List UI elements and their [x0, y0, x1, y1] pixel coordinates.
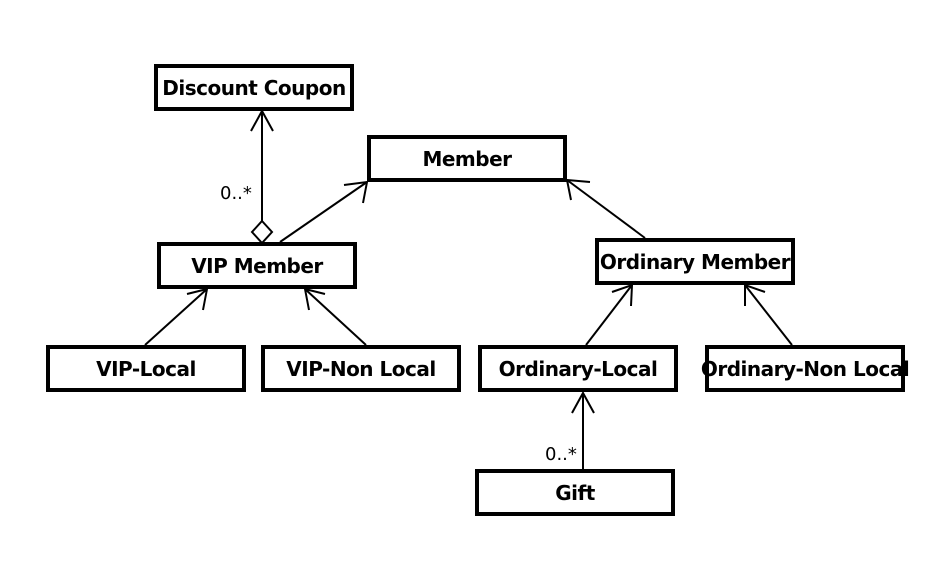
arrowhead-vip-member-from-vip-local [186, 287, 209, 311]
arrowhead-member-from-vip [343, 180, 369, 204]
class-ordinary-local-label: Ordinary-Local [498, 356, 658, 381]
edge-ordinary-member-to-member [566, 179, 646, 239]
class-ordinary-non-local-label: Ordinary-Non Local [700, 356, 910, 381]
class-ordinary-member-label: Ordinary Member [599, 249, 791, 274]
class-vip-member: VIP Member [157, 242, 357, 289]
class-gift: Gift [475, 469, 675, 516]
class-vip-local-label: VIP-Local [96, 356, 196, 381]
edge-ordinary-local-to-ordinary-member [585, 284, 633, 346]
arrowhead-ordinary-member-from-ordinary-non-local [744, 283, 766, 306]
arrowhead-ordinary-member-from-ordinary-local [611, 283, 634, 307]
multiplicity-coupon: 0..* [220, 183, 252, 204]
class-discount-coupon: Discount Coupon [154, 64, 354, 111]
class-discount-coupon-label: Discount Coupon [162, 75, 346, 100]
class-vip-non-local-label: VIP-Non Local [286, 356, 436, 381]
edge-vip-local-to-vip-member [144, 288, 208, 346]
edge-vip-non-local-to-vip-member [304, 288, 367, 346]
arrowhead-ordinary-local-from-gift [571, 390, 595, 414]
class-vip-non-local: VIP-Non Local [261, 345, 461, 392]
class-member: Member [367, 135, 567, 182]
edge-ordinary-non-local-to-ordinary-member [744, 284, 793, 346]
multiplicity-gift: 0..* [545, 444, 577, 465]
class-ordinary-local: Ordinary-Local [478, 345, 678, 392]
class-vip-local: VIP-Local [46, 345, 246, 392]
arrowhead-vip-member-from-vip-non-local [303, 287, 326, 311]
edge-vip-member-to-member [279, 181, 368, 243]
class-vip-member-label: VIP Member [191, 253, 323, 278]
class-ordinary-member: Ordinary Member [595, 238, 795, 285]
arrowhead-member-from-ordinary [565, 178, 591, 201]
aggregation-diamond [250, 219, 274, 245]
arrowhead-coupon [250, 108, 274, 132]
class-gift-label: Gift [555, 480, 595, 505]
class-member-label: Member [422, 146, 512, 171]
class-ordinary-non-local: Ordinary-Non Local [701, 345, 910, 392]
